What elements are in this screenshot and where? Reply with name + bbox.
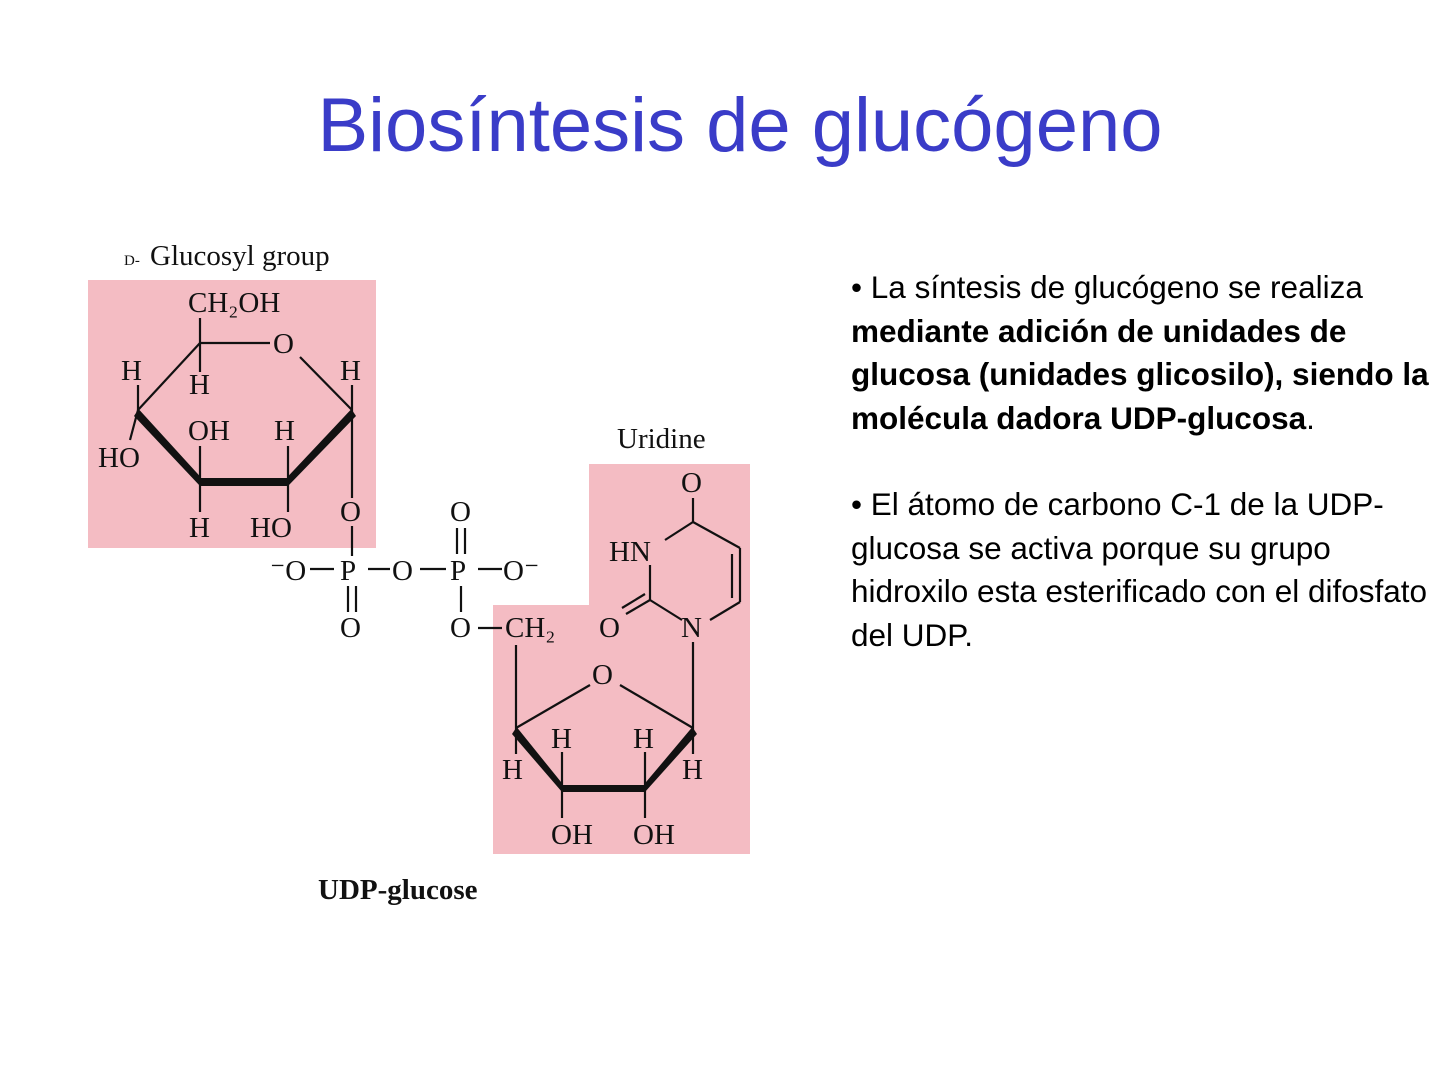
atom-h-c5: H: [189, 369, 210, 401]
bullet-2: • El átomo de carbono C-1 de la UDP-gluc…: [851, 483, 1441, 657]
atom-ho-c4: HO: [98, 442, 140, 474]
bullet-marker: •: [851, 269, 863, 305]
bullet-2-text: El átomo de carbono C-1 de la UDP-glucos…: [851, 486, 1428, 653]
atom-h-c2-ribose-up: H: [633, 723, 654, 755]
atom-n1-uracil: N: [681, 612, 702, 644]
atom-o-c2-uracil: O: [599, 612, 620, 644]
atom-h-c2: H: [274, 415, 295, 447]
bullet-2-period: .: [964, 616, 973, 653]
uridine-highlight: [493, 464, 750, 854]
atom-o-ester: O: [450, 612, 471, 644]
bullet-1-text: La síntesis de glucógeno se realiza: [862, 269, 1363, 305]
bullet-1-bold-text: mediante adición de unidades de glucosa …: [851, 312, 1429, 436]
atom-oh-c3-ribose: OH: [551, 819, 593, 851]
slide-body: • La síntesis de glucógeno se realiza me…: [851, 266, 1441, 700]
slide-title: Biosíntesis de glucógeno: [317, 83, 1163, 168]
atom-p-alpha: P: [340, 555, 356, 587]
atom-ring-o-glucose: O: [273, 328, 294, 360]
glucosyl-prefix: D-: [124, 253, 140, 269]
atom-h-c3: H: [189, 512, 210, 544]
udp-glucose-caption: UDP-glucose: [318, 874, 478, 906]
atom-oh-c3: OH: [188, 415, 230, 447]
atom-ch2oh-glucose: CH₂OH: [188, 287, 280, 319]
glucosyl-group-label: Glucosyl group: [150, 240, 330, 272]
atom-h-c1: H: [340, 355, 361, 387]
bullet-marker: •: [851, 486, 863, 522]
atom-ho-c2: HO: [250, 512, 292, 544]
atom-h-c1-ribose: H: [682, 754, 703, 786]
udp-glucose-structure: D- Glucosyl group Uridine UDP-glucose CH…: [88, 240, 750, 906]
atom-oh-c2-ribose: OH: [633, 819, 675, 851]
uridine-label: Uridine: [617, 423, 706, 455]
atom-o-alpha-bottom: O: [340, 612, 361, 644]
atom-h-c4: H: [121, 355, 142, 387]
bullet-1: • La síntesis de glucógeno se realiza me…: [851, 266, 1441, 440]
atom-h-c4-ribose: H: [502, 754, 523, 786]
atom-o-c4-uracil: O: [681, 467, 702, 499]
atom-neg-o-left: ⁻O: [270, 555, 306, 587]
atom-h-c3-ribose-up: H: [551, 723, 572, 755]
atom-hn-uracil: HN: [609, 536, 651, 568]
atom-ring-o-ribose: O: [592, 659, 613, 691]
atom-p-beta: P: [450, 555, 466, 587]
atom-o-bridge: O: [392, 555, 413, 587]
atom-o-neg-right: O⁻: [503, 555, 539, 587]
glucosyl-highlight: [88, 280, 376, 548]
atom-ch2-ribose: CH₂: [505, 612, 555, 644]
atom-o-beta-top: O: [450, 496, 471, 528]
bullet-1-period: .: [1306, 399, 1315, 436]
atom-o-glycosidic: O: [340, 496, 361, 528]
